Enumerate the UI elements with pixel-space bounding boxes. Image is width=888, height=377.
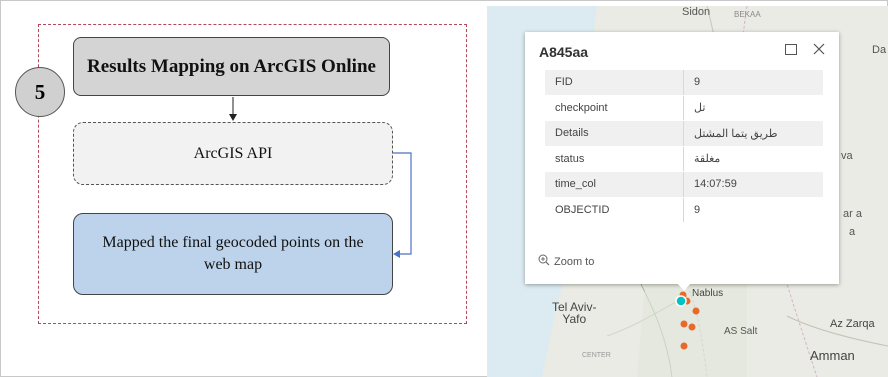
attribute-key: Details (545, 120, 684, 147)
popup-pointer (677, 283, 691, 291)
map-point[interactable] (680, 342, 688, 350)
zoom-magnifier-icon (538, 254, 550, 269)
zoom-to-label: Zoom to (554, 255, 595, 268)
close-icon[interactable] (811, 40, 827, 58)
attribute-value: تل (683, 95, 823, 121)
map-label-tel-aviv: Tel Aviv- Yafo (552, 300, 597, 326)
step-number-badge: 5 (15, 67, 65, 117)
mapped-points-box: Mapped the final geocoded points on the … (73, 213, 393, 295)
map-point[interactable] (680, 320, 688, 328)
attribute-key: time_col (545, 171, 684, 198)
attribute-key: FID (545, 70, 684, 96)
api-to-mapped-arrowhead (393, 250, 400, 258)
map-label-as-salt: AS Salt (724, 326, 758, 337)
attribute-value: 14:07:59 (683, 171, 823, 198)
popup-title: A845aa (539, 44, 589, 60)
map-label-bekaa: BEKAA (734, 10, 761, 19)
map-label-va: va (841, 150, 853, 162)
attribute-key: OBJECTID (545, 197, 684, 223)
results-mapping-title-box: Results Mapping on ArcGIS Online (73, 37, 390, 96)
map-label-amman: Amman (810, 348, 855, 363)
map-label-da: Da (872, 44, 887, 56)
attribute-value: 9 (683, 70, 823, 96)
map-point[interactable] (688, 323, 696, 331)
attribute-key: status (545, 146, 684, 172)
arcgis-api-box: ArcGIS API (73, 122, 393, 185)
map-label-nablus: Nablus (692, 288, 724, 299)
attribute-value: مغلقة (683, 146, 823, 172)
attribute-value: طريق يتما المشتل (683, 120, 823, 147)
map-label-ara: ar a (843, 208, 862, 220)
map-point-selected[interactable] (675, 295, 687, 307)
zoom-to-button[interactable]: Zoom to (538, 254, 594, 269)
attribute-key: checkpoint (545, 95, 684, 121)
map-label-az-zarqa: Az Zarqa (830, 318, 875, 330)
map-label-center: CENTER (582, 352, 611, 359)
map-label-a: a (849, 226, 856, 238)
map-point[interactable] (692, 307, 700, 315)
api-to-mapped-connector (393, 152, 412, 255)
map-label-sidon: Sidon (682, 6, 711, 18)
maximize-icon[interactable] (783, 40, 799, 58)
attribute-value: 9 (683, 197, 823, 223)
title-to-api-arrowhead (229, 114, 237, 121)
step-group-border (38, 24, 467, 324)
map-point-layer (675, 291, 700, 350)
